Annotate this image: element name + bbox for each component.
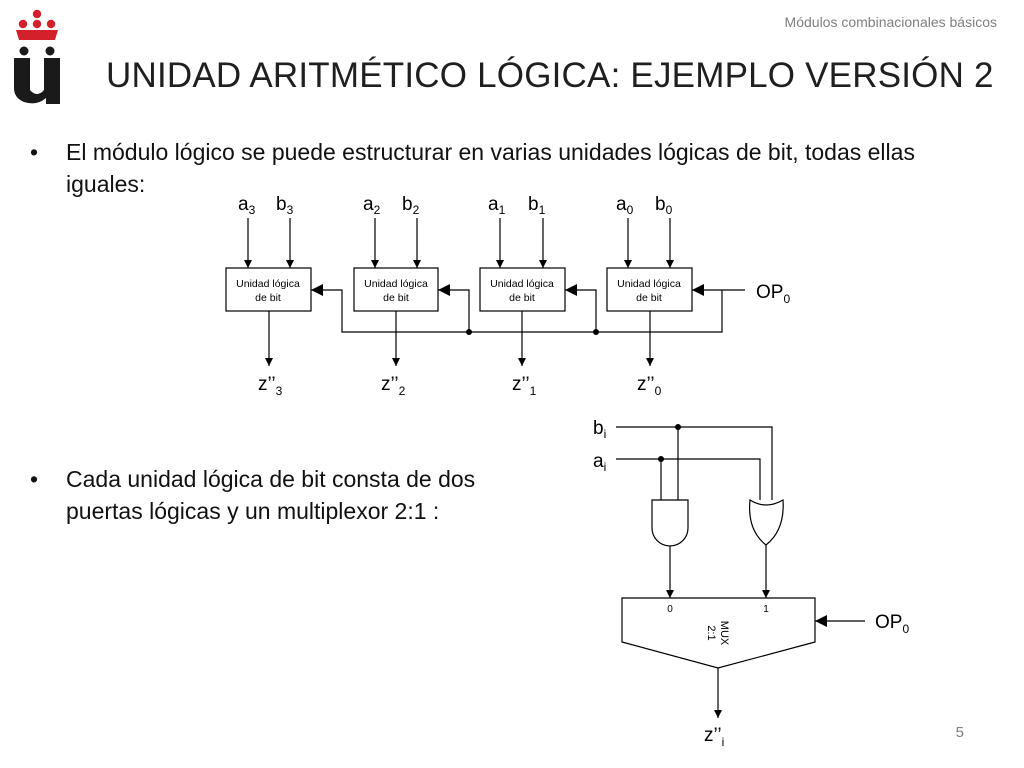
input-a1-label: a1 <box>488 194 506 217</box>
bit-unit-label: de bit <box>383 292 409 304</box>
output-z1-label: z’’1 <box>512 374 537 398</box>
junction-dot <box>675 424 681 430</box>
bit-unit-label: Unidad lógica <box>617 278 681 290</box>
bullet-unidad-logica: • Cada unidad lógica de bit consta de do… <box>30 463 546 527</box>
input-b0-label: b0 <box>655 194 673 217</box>
input-a2-label: a2 <box>363 194 381 217</box>
bit-unit-label: Unidad lógica <box>236 278 300 290</box>
junction-dot <box>466 329 472 335</box>
input-a0-label: a0 <box>616 194 634 217</box>
input-b1-label: b1 <box>528 194 546 217</box>
logo-crown-icon <box>16 9 58 40</box>
or-gate <box>748 498 784 546</box>
mux-input-0-label: 0 <box>667 604 673 615</box>
bullet-modulo-logico: • El módulo lógico se puede estructurar … <box>30 136 971 200</box>
bit-unit-detail-diagram <box>616 426 865 718</box>
junction-dot <box>593 329 599 335</box>
input-b3-label: b3 <box>276 194 294 217</box>
mux-2-1 <box>621 597 816 669</box>
bit-unit-label: de bit <box>255 292 281 304</box>
and-gate <box>651 499 689 547</box>
bullet-text: Cada unidad lógica de bit consta de dos … <box>66 466 476 524</box>
page-title: UNIDAD ARITMÉTICO LÓGICA: EJEMPLO VERSIÓ… <box>106 56 994 95</box>
page-number: 5 <box>955 724 964 741</box>
bit-unit-label: de bit <box>509 292 535 304</box>
mux-input-1-label: 1 <box>763 604 769 615</box>
input-ai-label: ai <box>593 451 606 474</box>
university-logo <box>14 9 60 104</box>
input-bi-label: bi <box>593 418 606 441</box>
mux-ratio-label: 2:1 <box>705 625 717 640</box>
control-op0-label: OP0 <box>756 282 790 306</box>
input-b2-label: b2 <box>402 194 420 217</box>
bit-unit-label: Unidad lógica <box>490 278 554 290</box>
bullet-marker: • <box>30 139 39 165</box>
bit-units-diagram <box>225 218 745 366</box>
input-a3-label: a3 <box>238 194 256 217</box>
bullet-marker: • <box>30 466 39 492</box>
control-op0-label: OP0 <box>875 612 909 636</box>
output-z3-label: z’’3 <box>258 374 283 398</box>
output-z2-label: z’’2 <box>381 374 406 398</box>
mux-label: MUX <box>718 621 730 646</box>
logo-u-icon <box>14 46 60 104</box>
output-zi-label: z’’i <box>704 725 724 749</box>
bullet-text: El módulo lógico se puede estructurar en… <box>66 139 915 197</box>
output-z0-label: z’’0 <box>637 374 662 398</box>
bit-unit-label: Unidad lógica <box>364 278 428 290</box>
junction-dot <box>658 456 664 462</box>
section-header: Módulos combinacionales básicos <box>784 14 997 30</box>
bit-unit-label: de bit <box>636 292 662 304</box>
